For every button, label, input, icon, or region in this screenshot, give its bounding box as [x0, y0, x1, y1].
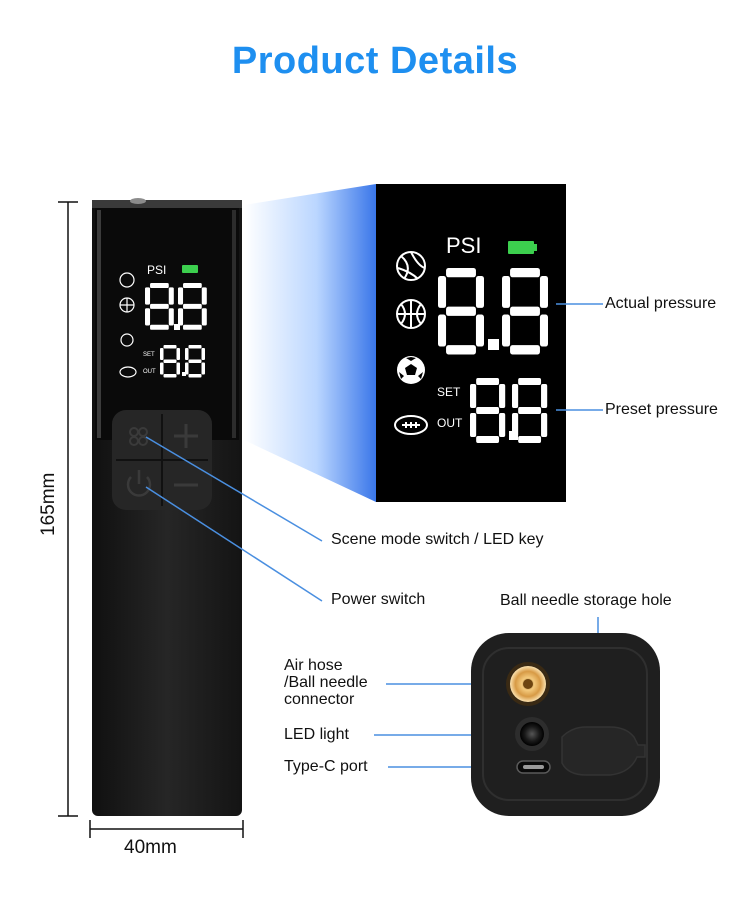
rugby-ball-icon [394, 415, 428, 435]
device-mini-display: PSI SET OUT [119, 263, 207, 378]
preset-pressure-label: Preset pressure [605, 401, 718, 418]
height-label: 165mm [38, 472, 59, 536]
power-switch-label: Power switch [331, 591, 426, 608]
svg-text:OUT: OUT [143, 369, 156, 375]
actual-pressure-label: Actual pressure [605, 295, 717, 312]
volleyball-icon [396, 251, 426, 281]
out-label: OUT [437, 416, 463, 430]
page-title: Product Details [231, 40, 519, 82]
device-bottom-view [471, 633, 660, 816]
width-label: 40mm [124, 837, 177, 858]
needle-storage-label: Ball needle storage hole [500, 592, 672, 609]
height-dimension-line [58, 201, 78, 817]
mini-psi-label: PSI [147, 263, 166, 277]
air-hose-label-2: /Ball needle [284, 674, 368, 691]
width-dimension-line [89, 820, 244, 838]
soccer-ball-icon [397, 356, 425, 384]
pump-device [92, 198, 242, 816]
air-hose-label-3: connector [284, 691, 355, 708]
led-light-label: LED light [284, 726, 349, 743]
zoom-display-panel [376, 184, 566, 502]
basketball-icon [396, 299, 426, 329]
psi-unit-label: PSI [446, 233, 482, 258]
air-hose-label-1: Air hose [284, 657, 343, 674]
zoom-projection [244, 184, 376, 502]
scene-mode-label: Scene mode switch / LED key [331, 531, 544, 548]
svg-text:SET: SET [143, 352, 155, 358]
set-label: SET [437, 385, 461, 399]
type-c-label: Type-C port [284, 758, 368, 775]
